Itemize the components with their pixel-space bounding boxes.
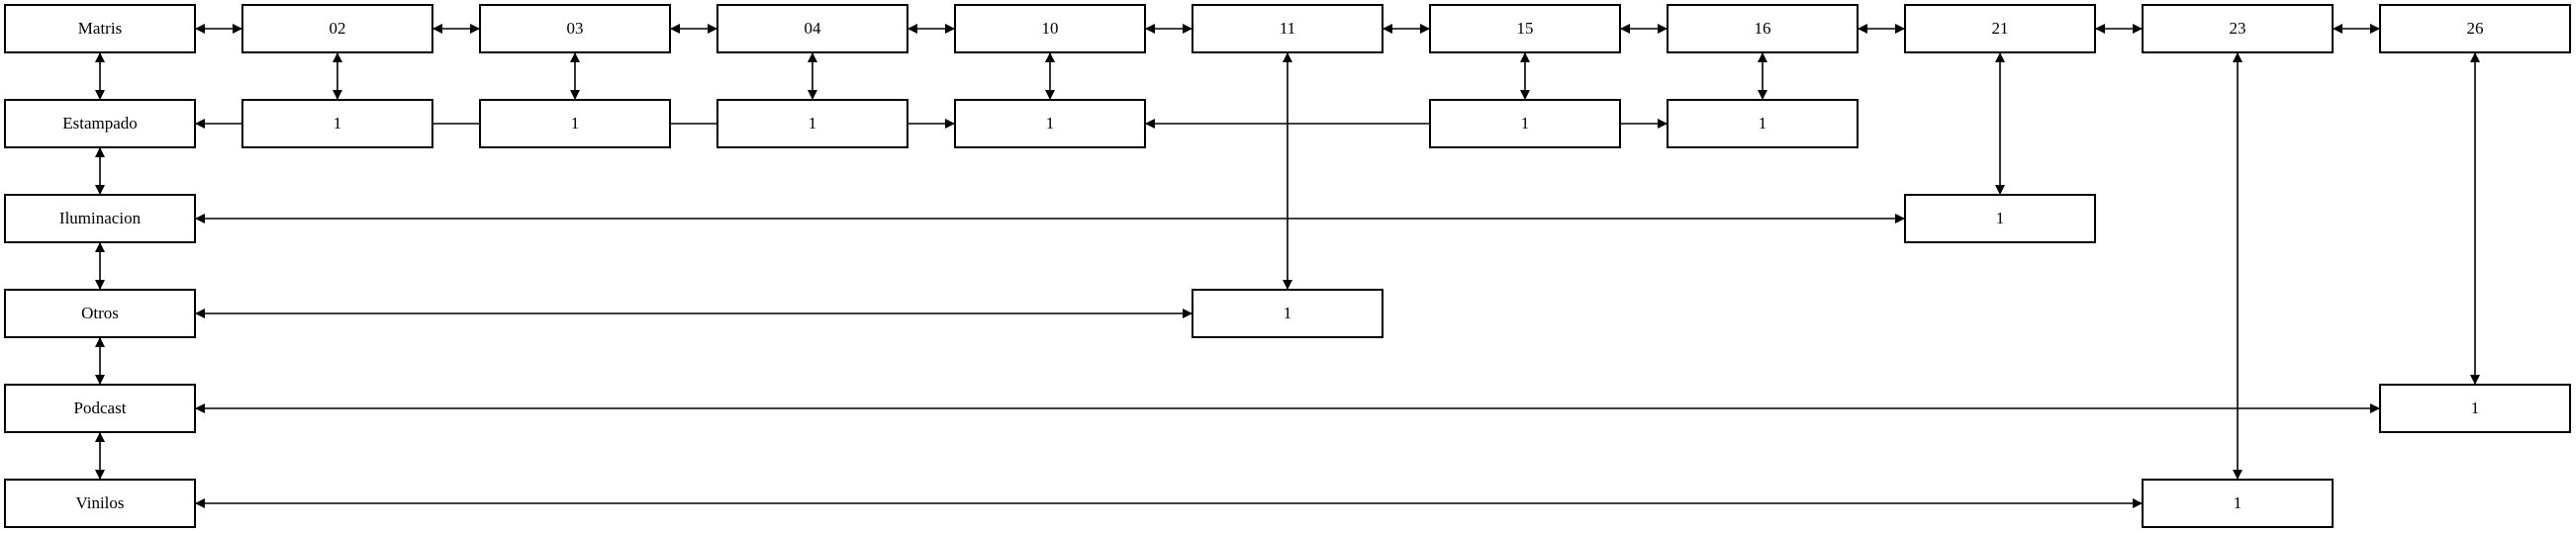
- node-label: Iluminacion: [59, 209, 142, 227]
- node-c21: 21: [1904, 4, 2096, 53]
- node-e03: 1: [479, 99, 671, 148]
- node-vinilos: Vinilos: [4, 479, 196, 528]
- node-v23: 1: [2142, 479, 2334, 528]
- node-o11: 1: [1192, 289, 1383, 338]
- node-label: 26: [2467, 19, 2484, 38]
- node-iluminacion: Iluminacion: [4, 194, 196, 243]
- node-estampado: Estampado: [4, 99, 196, 148]
- node-label: 1: [1046, 114, 1055, 133]
- node-e02: 1: [241, 99, 433, 148]
- node-c26: 26: [2379, 4, 2571, 53]
- node-label: 04: [805, 19, 822, 38]
- node-p26: 1: [2379, 384, 2571, 433]
- node-label: 1: [2234, 493, 2242, 512]
- node-label: 03: [567, 19, 584, 38]
- node-label: 02: [330, 19, 346, 38]
- node-label: 1: [1996, 209, 2005, 227]
- node-c23: 23: [2142, 4, 2334, 53]
- node-i21: 1: [1904, 194, 2096, 243]
- node-e16: 1: [1667, 99, 1859, 148]
- node-label: 15: [1517, 19, 1534, 38]
- edges: [95, 24, 2480, 508]
- node-label: 1: [809, 114, 817, 133]
- node-label: 1: [334, 114, 342, 133]
- node-e04: 1: [716, 99, 908, 148]
- node-label: 23: [2230, 19, 2246, 38]
- node-label: 1: [571, 114, 580, 133]
- node-label: 10: [1042, 19, 1059, 38]
- node-c11: 11: [1192, 4, 1383, 53]
- node-label: 1: [1759, 114, 1767, 133]
- node-e10: 1: [954, 99, 1146, 148]
- node-podcast: Podcast: [4, 384, 196, 433]
- node-label: 1: [2471, 399, 2480, 417]
- node-c03: 03: [479, 4, 671, 53]
- node-c15: 15: [1429, 4, 1621, 53]
- node-label: Otros: [81, 304, 119, 322]
- node-label: Estampado: [62, 114, 138, 133]
- node-label: 11: [1280, 19, 1295, 38]
- node-otros: Otros: [4, 289, 196, 338]
- node-label: 1: [1284, 304, 1292, 322]
- node-label: Podcast: [74, 399, 127, 417]
- node-label: 21: [1992, 19, 2009, 38]
- node-label: 16: [1755, 19, 1771, 38]
- node-label: Matris: [78, 19, 122, 38]
- node-c02: 02: [241, 4, 433, 53]
- node-c04: 04: [716, 4, 908, 53]
- node-label: Vinilos: [75, 493, 124, 512]
- node-c10: 10: [954, 4, 1146, 53]
- node-c16: 16: [1667, 4, 1859, 53]
- node-label: 1: [1521, 114, 1530, 133]
- node-e15: 1: [1429, 99, 1621, 148]
- node-matris: Matris: [4, 4, 196, 53]
